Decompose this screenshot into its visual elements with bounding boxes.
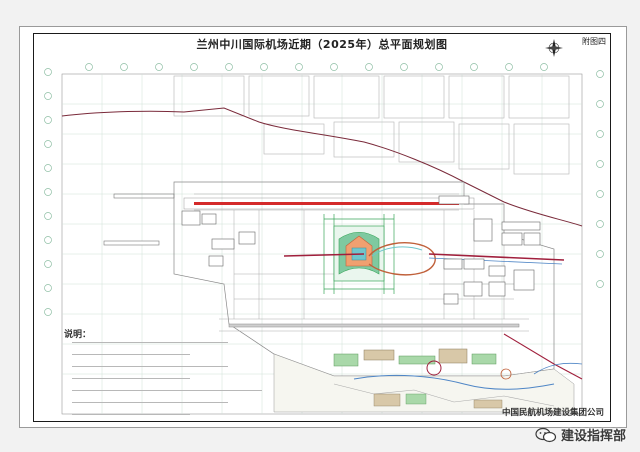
right-grid-markers — [596, 70, 604, 288]
left-grid-markers — [44, 68, 52, 316]
south-runway[interactable] — [228, 323, 520, 328]
drawing-frame: 兰州中川国际机场近期（2025年）总平面规划图 附图四 说明： 中国民航机场建设… — [33, 33, 611, 422]
railway-line — [283, 253, 565, 261]
notes-list — [72, 342, 262, 421]
sheet-number: 附图四 — [582, 37, 606, 46]
top-grid-markers — [85, 63, 548, 71]
terminal-loop-road — [368, 242, 436, 276]
map-title: 兰州中川国际机场近期（2025年）总平面规划图 — [196, 38, 448, 51]
south-landside-zone — [273, 348, 575, 413]
north-runway[interactable] — [194, 202, 459, 205]
notes-heading: 说明： — [64, 330, 92, 340]
west-facilities — [181, 210, 256, 267]
wechat-icon — [535, 427, 557, 442]
north-urban-blocks — [173, 75, 570, 175]
airport-master-plan-map[interactable] — [34, 34, 610, 421]
company-name: 中国民航机场建设集团公司 — [501, 408, 604, 418]
east-facilities — [438, 195, 541, 305]
watermark-text: 建设指挥部 — [560, 429, 626, 444]
boundary-road — [61, 107, 583, 227]
wechat-watermark: 建设指挥部 — [535, 425, 626, 444]
compass-rose-icon — [545, 39, 563, 57]
